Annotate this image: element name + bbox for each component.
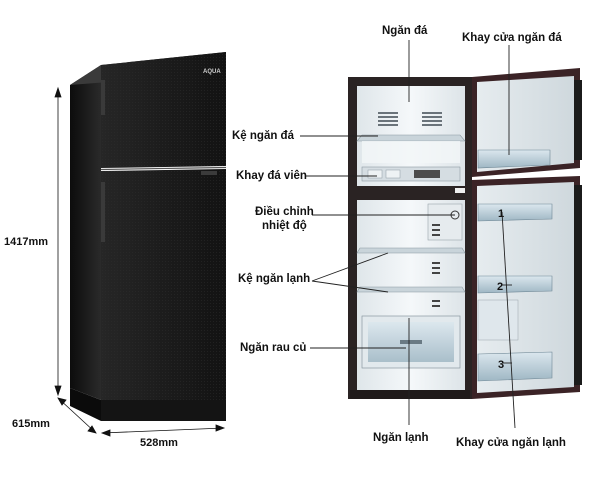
label-ice-tray: Khay đá viên <box>236 170 307 182</box>
width-dimension: 528mm <box>140 437 178 449</box>
label-freezer: Ngăn đá <box>382 25 428 37</box>
fridge-door-tray-1 <box>477 203 553 222</box>
leader-lines <box>300 40 516 429</box>
freezer-vent-right <box>422 112 442 126</box>
fridge-shelf-lower <box>356 286 466 293</box>
freezer-shelf <box>356 134 466 142</box>
label-fridge-shelves: Kệ ngăn lạnh <box>238 273 311 285</box>
label-temperature-control-line1: Điều chỉnh <box>255 206 314 218</box>
label-fridge: Ngăn lạnh <box>373 432 429 444</box>
fridge-door-tray-2 <box>477 275 553 294</box>
label-temperature-control-line2: nhiệt độ <box>262 220 307 232</box>
depth-dimension: 615mm <box>12 418 50 430</box>
brand-logo: AQUA <box>203 69 221 75</box>
freezer-door-tray <box>477 149 551 169</box>
freezer-handle <box>101 80 105 115</box>
tray-number-2: 2 <box>497 281 503 293</box>
label-freezer-shelf: Kệ ngăn đá <box>232 130 294 142</box>
height-dimension: 1417mm <box>4 236 49 248</box>
tray-number-3: 3 <box>498 359 504 371</box>
fridge-door-tray-3 <box>477 351 553 382</box>
label-temperature-control: Điều chỉnh nhiệt độ <box>255 205 314 233</box>
label-fridge-door-tray: Khay cửa ngăn lạnh <box>456 437 566 449</box>
dimension-lines <box>54 86 226 437</box>
tray-number-1: 1 <box>498 208 504 220</box>
closed-fridge <box>70 52 227 421</box>
label-crisper: Ngăn rau củ <box>240 342 307 354</box>
label-freezer-door-tray: Khay cửa ngăn đá <box>462 32 562 44</box>
freezer-vent-left <box>378 112 398 126</box>
fridge-side-panel <box>70 65 101 400</box>
open-fridge <box>348 68 582 399</box>
status-indicator <box>201 171 217 175</box>
fridge-handle <box>101 182 105 242</box>
fridge-shelf-upper <box>356 247 466 254</box>
